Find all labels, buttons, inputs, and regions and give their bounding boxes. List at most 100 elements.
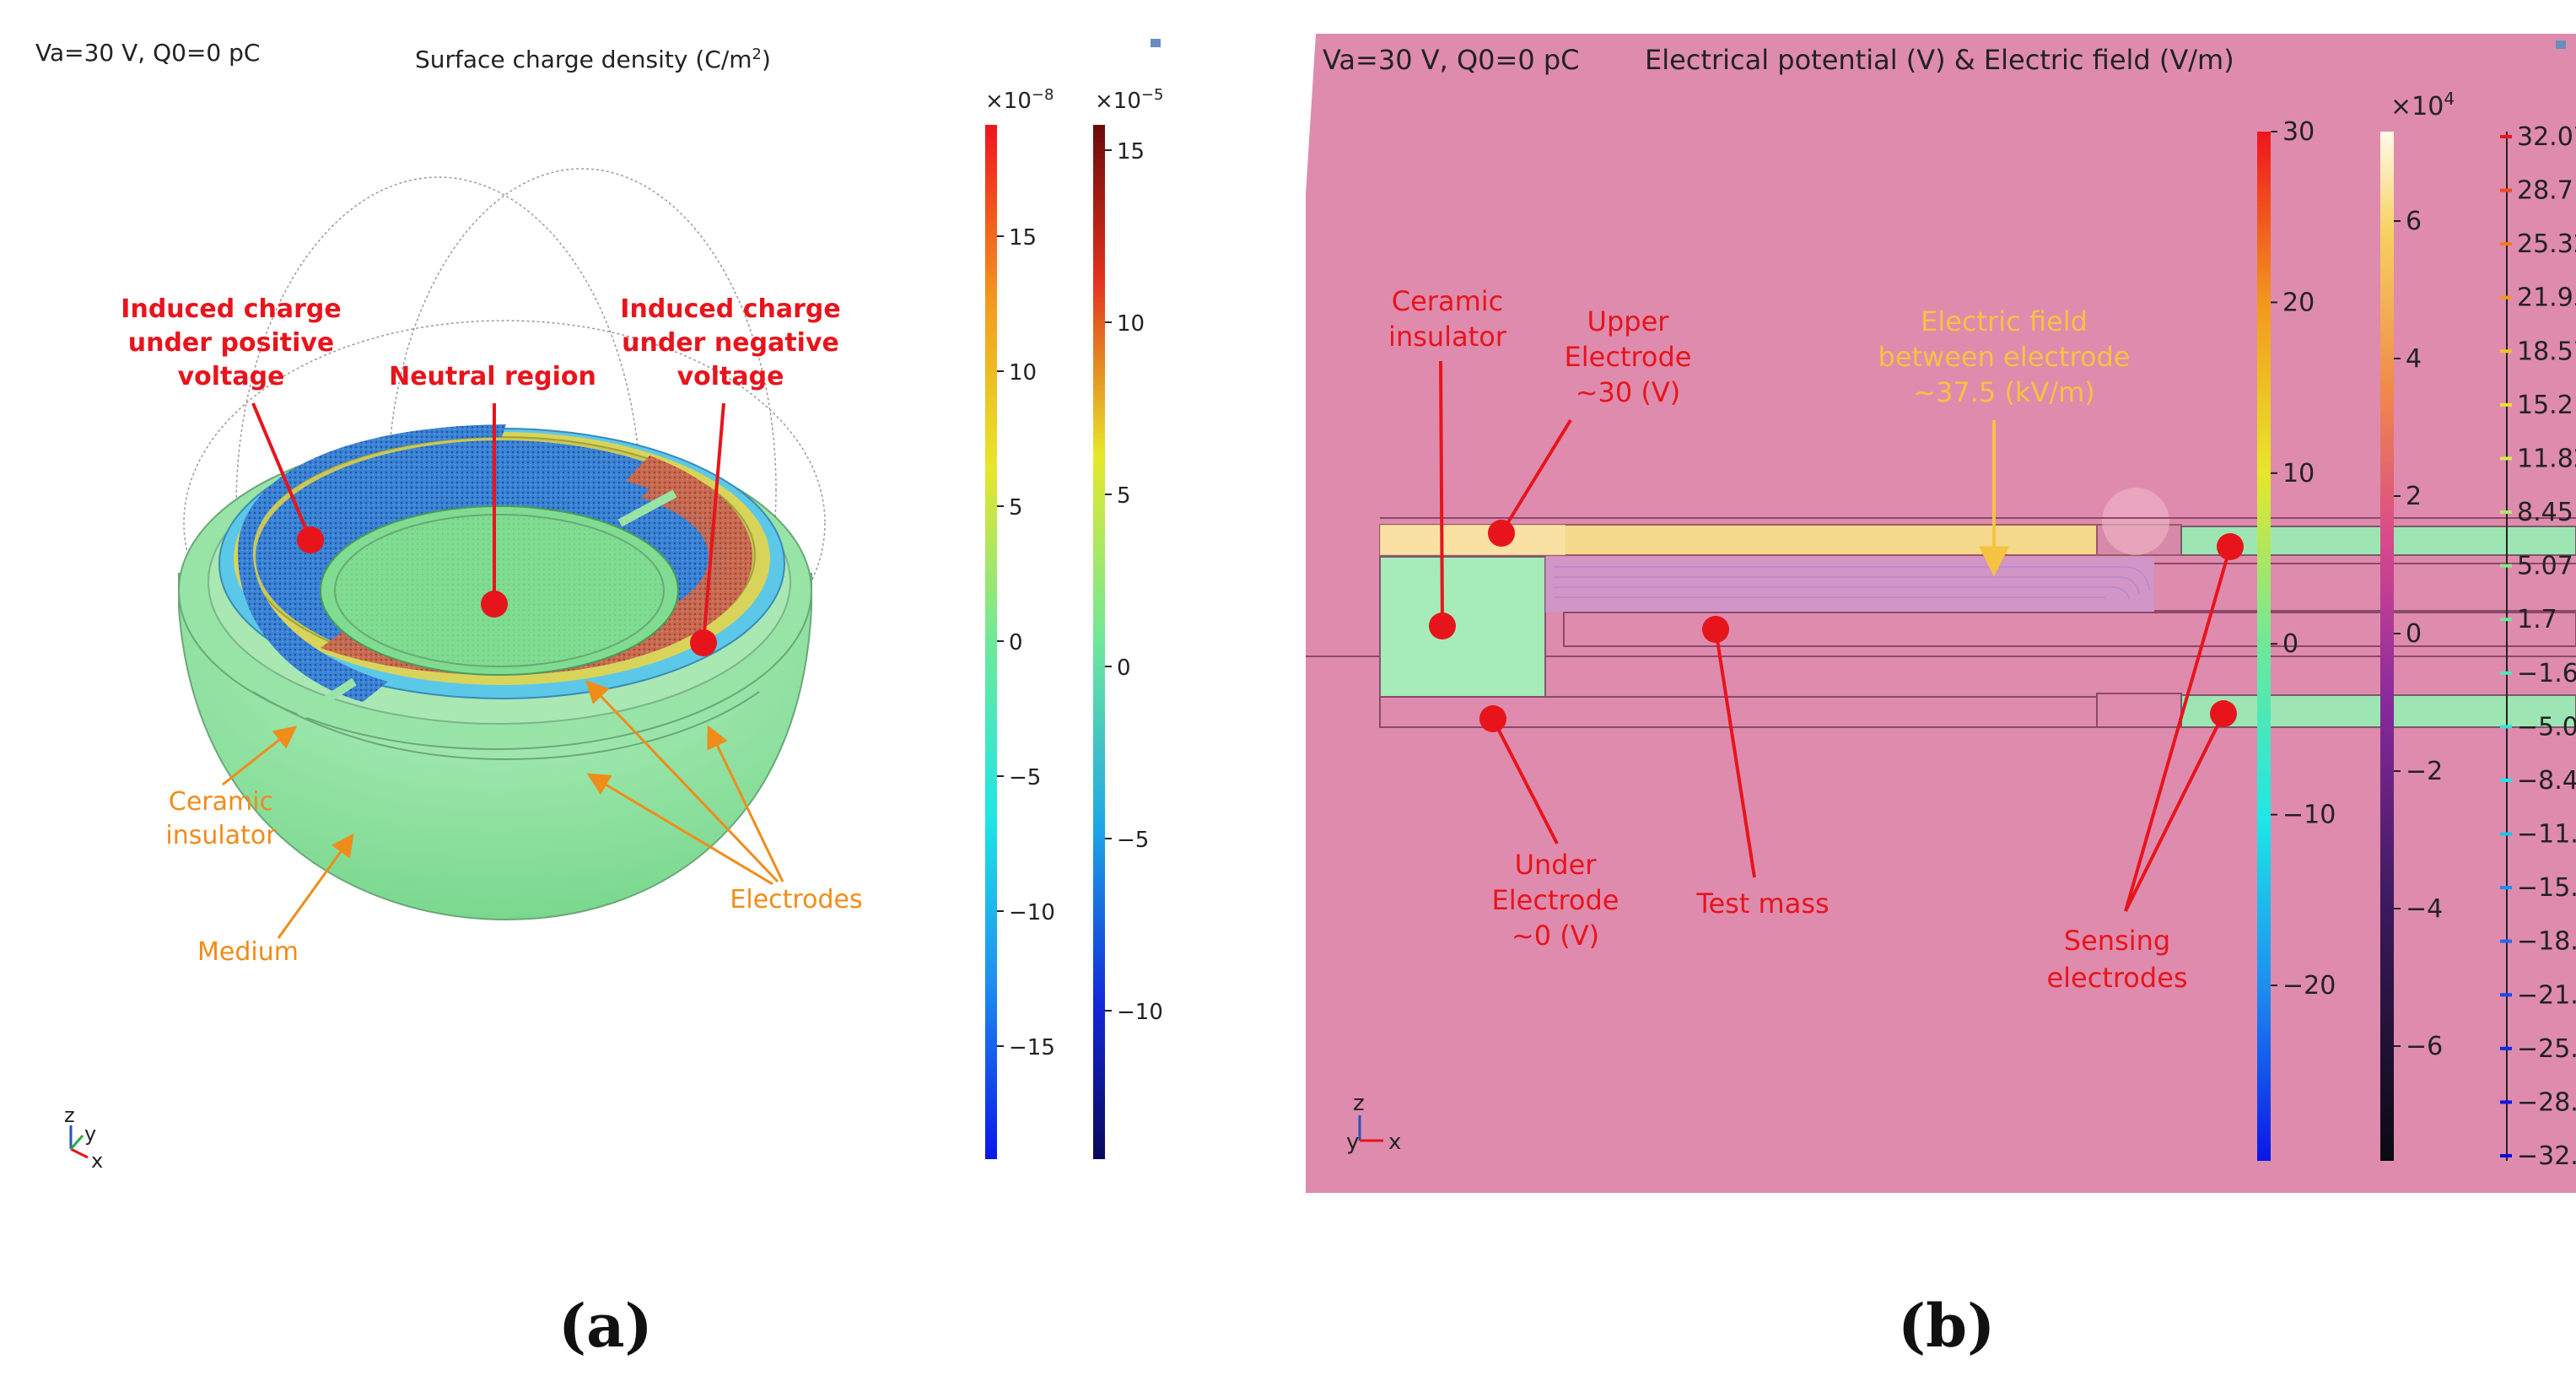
leader-sensing-2 bbox=[2124, 700, 2237, 912]
colorbar-b-3-tick-label: 15.2 bbox=[2517, 391, 2573, 420]
colorbar-a-1-tick-label: −10 bbox=[1009, 900, 1055, 925]
colorbar-a-1-tick-label: 10 bbox=[1009, 360, 1037, 386]
colorbar-a-2-tick-label: 10 bbox=[1117, 311, 1145, 337]
panel-b-title: Electrical potential (V) & Electric fiel… bbox=[1645, 44, 2234, 76]
sensing-line1: Sensing bbox=[2064, 925, 2170, 957]
colorbar-b-3-tick-label: −28.68 bbox=[2517, 1087, 2576, 1117]
colorbar-b-3-tick-label: −11.8 bbox=[2517, 820, 2576, 850]
annotation-upper-electrode: Upper Electrode ~30 (V) bbox=[1565, 305, 1692, 408]
triad-b-z-label: z bbox=[1353, 1091, 1365, 1116]
colorbar-a-2-tick-label: 0 bbox=[1117, 656, 1131, 681]
colorbar-a-2-tick-label: −5 bbox=[1117, 828, 1149, 853]
upper-electrode-line1: Upper bbox=[1587, 305, 1670, 337]
colorbar-a-2-tick-label: 5 bbox=[1117, 483, 1131, 509]
induced-positive-line1: Induced charge bbox=[121, 294, 341, 324]
colorbar-b-1-tick-label: −20 bbox=[2282, 971, 2336, 1001]
hemisphere-model bbox=[178, 168, 826, 921]
sensing-electrode-lower-gap bbox=[2096, 693, 2182, 728]
colorbar-b-2-tick-label: 0 bbox=[2406, 619, 2422, 649]
electric-field-line1: Electric field bbox=[1921, 305, 2088, 337]
colorbar-b-1-scale bbox=[2257, 132, 2271, 1161]
electric-field-line2: between electrode bbox=[1878, 341, 2131, 373]
colorbar-b-1-tick-label: 10 bbox=[2282, 459, 2315, 488]
colorbar-a-2-exponent-value: −5 bbox=[1141, 86, 1164, 104]
colorbar-b-2-exponent-value: 4 bbox=[2444, 89, 2455, 109]
colorbar-b-3-tick-label: −5.05 bbox=[2517, 712, 2576, 742]
colorbar-b-3-tick-label: −8.43 bbox=[2517, 766, 2576, 796]
field-glow bbox=[2102, 488, 2169, 555]
triad-b-x-label: x bbox=[1388, 1130, 1401, 1155]
leader-induced-negative bbox=[690, 402, 725, 656]
induced-positive-line3: voltage bbox=[178, 362, 285, 391]
field-region bbox=[1545, 557, 2154, 612]
panel-a: Va=30 V, Q0=0 pC Surface charge density … bbox=[35, 39, 1163, 1173]
neutral-disc bbox=[334, 514, 665, 667]
view-icon bbox=[1151, 39, 1161, 47]
electrode-gap-2 bbox=[297, 677, 357, 721]
colorbar-b-3-tick-label: 21.95 bbox=[2517, 283, 2576, 313]
colorbar-a-2-tick-label: −10 bbox=[1117, 1000, 1163, 1025]
ceramic-b-line2: insulator bbox=[1388, 321, 1507, 353]
panel-a-label: (a) bbox=[558, 1291, 653, 1361]
panel-a-title: Surface charge density (C/m2) bbox=[415, 46, 771, 73]
leader-induced-positive bbox=[251, 402, 324, 553]
annotation-under-electrode: Under Electrode ~0 (V) bbox=[1492, 849, 1619, 952]
colorbar-a-1-scale bbox=[985, 125, 997, 1159]
upper-electrode-line2: Electrode bbox=[1565, 341, 1692, 373]
panel-b: Va=30 V, Q0=0 pC Electrical potential (V… bbox=[1306, 34, 2576, 1193]
colorbar-b-1-tick-label: 0 bbox=[2282, 629, 2298, 659]
panel-a-title-sup: 2 bbox=[752, 46, 762, 63]
colorbar-b-3-tick-label: −25.3 bbox=[2517, 1034, 2576, 1064]
annotation-neutral-region: Neutral region bbox=[389, 362, 596, 391]
panel-b-params: Va=30 V, Q0=0 pC bbox=[1323, 44, 1580, 76]
colorbar-b-2-tick-label: −2 bbox=[2406, 757, 2443, 786]
upper-electrode-glow bbox=[1380, 525, 1566, 555]
leader-ceramic-a bbox=[222, 726, 298, 786]
under-electrode bbox=[1379, 696, 2098, 728]
colorbar-b-3-tick-label: 11.82 bbox=[2517, 444, 2576, 473]
leader-sensing-1 bbox=[2124, 533, 2244, 912]
under-electrode-line1: Under bbox=[1515, 849, 1598, 881]
annotation-electrodes: Electrodes bbox=[730, 885, 862, 915]
leader-medium bbox=[277, 833, 354, 939]
annotation-sensing-electrodes: Sensing electrodes bbox=[2046, 925, 2187, 994]
panel-b-label: (b) bbox=[1898, 1291, 1996, 1361]
colorbar-b-3: 32.0728.725.3221.9518.5715.211.828.455.0… bbox=[2500, 122, 2576, 1171]
view-icon-b bbox=[2556, 40, 2566, 49]
field-lines bbox=[1554, 566, 2150, 600]
field-line-2 bbox=[1554, 576, 2140, 595]
under-electrode-line2: Electrode bbox=[1492, 884, 1619, 916]
colorbar-b-2-tick-label: 6 bbox=[2406, 207, 2422, 236]
colorbar-b-3-tick-label: 25.32 bbox=[2517, 229, 2576, 259]
annotation-test-mass: Test mass bbox=[1695, 888, 1829, 920]
field-line-1 bbox=[1554, 566, 2150, 591]
induced-negative-line3: voltage bbox=[677, 362, 784, 391]
triad-a-x-label: x bbox=[91, 1149, 103, 1173]
colorbar-b-2-tick-label: 2 bbox=[2406, 482, 2422, 511]
field-line-3 bbox=[1554, 586, 2130, 600]
triad-a-z-label: z bbox=[64, 1103, 75, 1127]
triad-b-y-label: y bbox=[1346, 1130, 1359, 1155]
leader-under-electrode bbox=[1479, 705, 1559, 844]
ceramic-a-line1: Ceramic bbox=[169, 787, 273, 817]
colorbar-a-2-scale bbox=[1093, 125, 1105, 1159]
colorbar-b-3-tick-label: 1.7 bbox=[2517, 605, 2557, 634]
colorbar-a-2-exponent: ×10−5 bbox=[1095, 86, 1163, 114]
ceramic-b-line1: Ceramic bbox=[1392, 285, 1503, 317]
colorbar-b-3-tick-label: 32.07 bbox=[2517, 122, 2576, 152]
induced-negative-line1: Induced charge bbox=[620, 294, 840, 324]
sensing-line2: electrodes bbox=[2046, 962, 2187, 994]
colorbar-b-3-tick-label: −18.55 bbox=[2517, 927, 2576, 957]
induced-positive-line2: under positive bbox=[128, 328, 335, 358]
colorbar-a-1-tick-label: 5 bbox=[1009, 495, 1023, 521]
annotation-medium: Medium bbox=[197, 937, 299, 967]
colorbar-a-1-tick-label: 15 bbox=[1009, 225, 1037, 251]
upper-electrode-line3: ~30 (V) bbox=[1576, 376, 1681, 408]
